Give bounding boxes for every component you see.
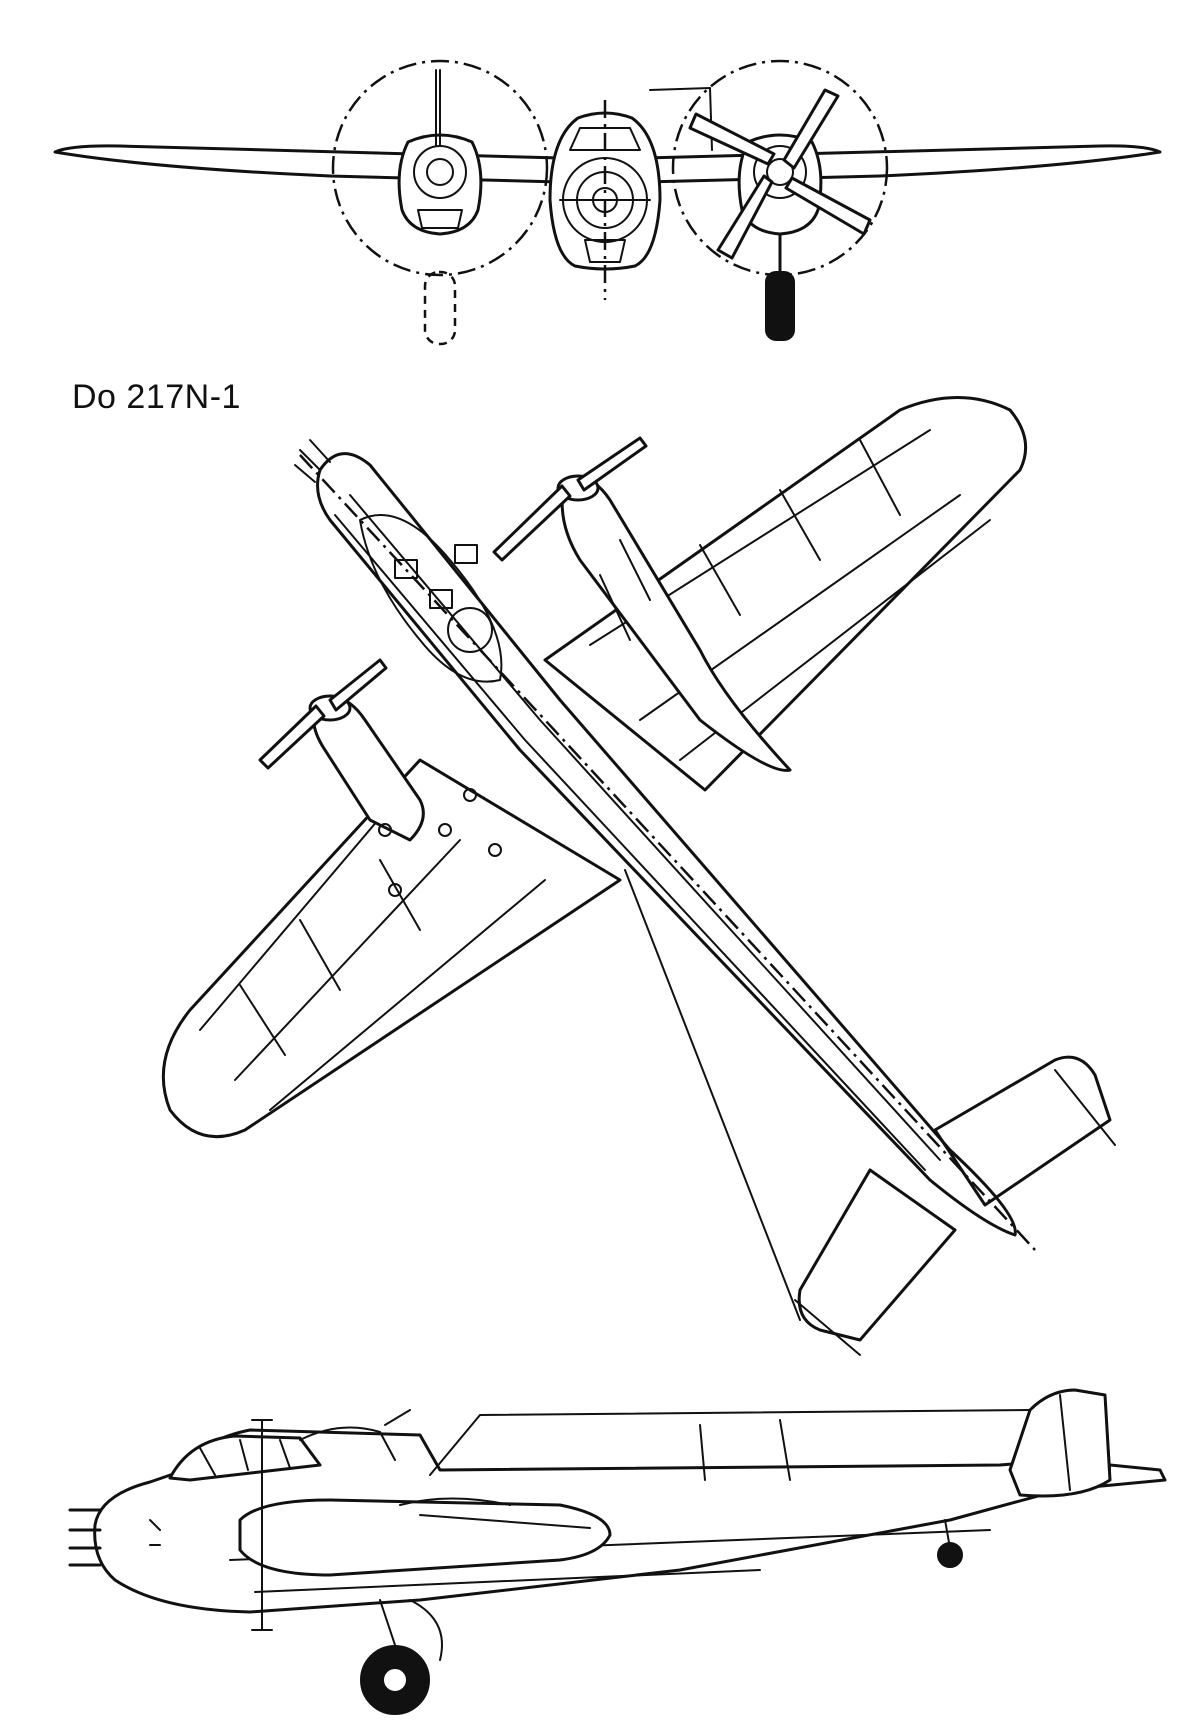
front-wing-left	[53, 144, 562, 184]
aircraft-designation: Do 217N-1	[72, 378, 241, 416]
right-main-wheel	[765, 271, 795, 341]
front-prop-blade-1	[782, 88, 840, 170]
left-retracted-wheel	[423, 270, 457, 346]
plan-prop-lower-b	[258, 704, 326, 770]
plan-prop-lower-a	[328, 658, 388, 712]
plan-fuselage	[316, 452, 1017, 1237]
front-prop-blade-3	[716, 174, 774, 260]
side-fuselage	[93, 1428, 1167, 1614]
plan-prop-upper-b	[492, 484, 572, 562]
side-tail-wheel	[937, 1542, 963, 1568]
left-prop-disc	[331, 59, 549, 277]
plan-wing-lower	[161, 758, 622, 1139]
plan-prop-upper-a	[576, 436, 648, 492]
plan-wing-upper	[543, 396, 1028, 792]
side-engine-nacelle	[238, 1498, 612, 1577]
plan-tailplane-upper	[933, 1055, 1112, 1207]
plan-nacelle-upper	[560, 476, 792, 772]
front-prop-blade-4	[688, 112, 776, 166]
side-tail-fin	[1008, 1388, 1112, 1498]
front-wing-right	[643, 144, 1162, 184]
plan-tailplane-lower	[797, 1168, 957, 1342]
front-prop-blade-2	[784, 176, 872, 236]
